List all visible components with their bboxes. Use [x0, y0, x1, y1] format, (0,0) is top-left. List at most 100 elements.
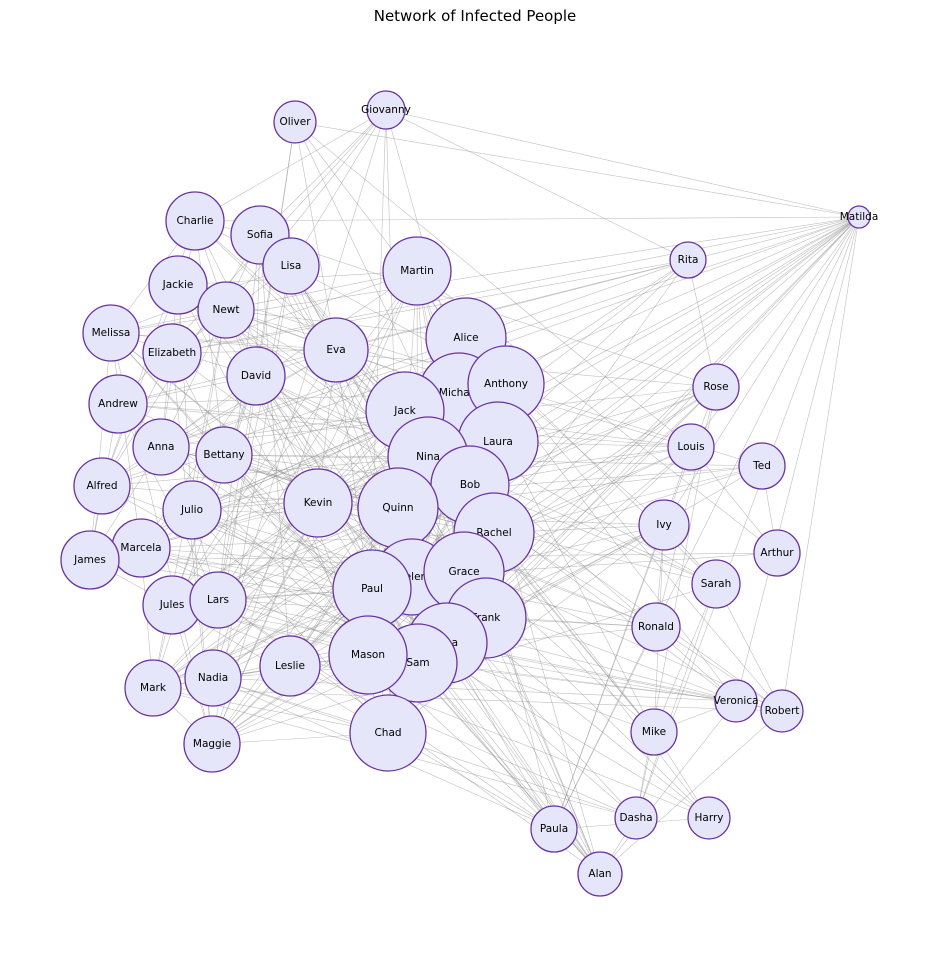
node-eva[interactable]: Eva	[303, 317, 369, 383]
node-circle-arthur[interactable]	[753, 529, 801, 577]
node-circle-matilda[interactable]	[847, 205, 871, 229]
node-label-mason: Mason	[351, 649, 385, 661]
node-louis[interactable]: Louis	[667, 423, 715, 471]
node-maggie[interactable]: Maggie	[183, 715, 241, 773]
node-circle-martin[interactable]	[382, 236, 452, 306]
node-leslie[interactable]: Leslie	[259, 635, 321, 697]
node-circle-chad[interactable]	[349, 694, 427, 772]
edge-matilda-elizabeth	[171, 216, 860, 354]
node-label-chad: Chad	[374, 727, 401, 739]
node-circle-anna[interactable]	[132, 418, 190, 476]
node-anna[interactable]: Anna	[132, 418, 190, 476]
node-arthur[interactable]: Arthur	[753, 529, 801, 577]
node-bettany[interactable]: Bettany	[195, 426, 253, 484]
node-circle-maggie[interactable]	[183, 715, 241, 773]
node-circle-andrew[interactable]	[88, 374, 148, 434]
node-circle-alfred[interactable]	[73, 457, 131, 515]
node-alfred[interactable]: Alfred	[73, 457, 131, 515]
node-ted[interactable]: Ted	[738, 442, 786, 490]
node-circle-leslie[interactable]	[259, 635, 321, 697]
node-alan[interactable]: Alan	[577, 851, 623, 897]
node-circle-kevin[interactable]	[283, 468, 353, 538]
node-robert[interactable]: Robert	[760, 689, 804, 733]
node-jules[interactable]: Jules	[142, 575, 202, 635]
node-label-anna: Anna	[148, 441, 175, 453]
node-circle-jackie[interactable]	[148, 255, 208, 315]
node-marcela[interactable]: Marcela	[111, 518, 171, 578]
node-circle-bettany[interactable]	[195, 426, 253, 484]
node-circle-mark[interactable]	[124, 659, 182, 717]
node-circle-paula[interactable]	[530, 805, 578, 853]
edge-matilda-rachel	[493, 216, 860, 534]
node-circle-eva[interactable]	[303, 317, 369, 383]
node-julio[interactable]: Julio	[162, 480, 222, 540]
node-circle-robert[interactable]	[760, 689, 804, 733]
node-david[interactable]: David	[226, 346, 286, 406]
node-label-quinn: Quinn	[382, 502, 413, 514]
node-chad[interactable]: Chad	[349, 694, 427, 772]
node-kevin[interactable]: Kevin	[283, 468, 353, 538]
node-quinn[interactable]: Quinn	[357, 467, 439, 549]
node-lisa[interactable]: Lisa	[262, 237, 320, 295]
node-label-dasha: Dasha	[619, 812, 652, 824]
node-nadia[interactable]: Nadia	[184, 649, 242, 707]
node-circle-james[interactable]	[60, 530, 120, 590]
node-circle-lisa[interactable]	[262, 237, 320, 295]
node-label-alice: Alice	[453, 332, 478, 344]
node-mason[interactable]: Mason	[328, 615, 408, 695]
node-mark[interactable]: Mark	[124, 659, 182, 717]
node-circle-ivy[interactable]	[638, 499, 690, 551]
node-oliver[interactable]: Oliver	[273, 100, 317, 144]
node-circle-louis[interactable]	[667, 423, 715, 471]
node-circle-alan[interactable]	[577, 851, 623, 897]
node-circle-melissa[interactable]	[82, 304, 140, 362]
node-andrew[interactable]: Andrew	[88, 374, 148, 434]
node-circle-ronald[interactable]	[631, 602, 681, 652]
node-circle-ted[interactable]	[738, 442, 786, 490]
node-martin[interactable]: Martin	[382, 236, 452, 306]
node-charlie[interactable]: Charlie	[165, 191, 225, 251]
node-lars[interactable]: Lars	[189, 571, 247, 629]
node-circle-mike[interactable]	[630, 708, 678, 756]
node-circle-rita[interactable]	[669, 241, 707, 279]
node-label-giovanny: Giovanny	[361, 104, 411, 116]
edge-charlie-bettany	[194, 220, 225, 456]
edge-matilda-eva	[335, 216, 860, 351]
node-paula[interactable]: Paula	[530, 805, 578, 853]
node-rose[interactable]: Rose	[692, 363, 740, 411]
node-circle-elizabeth[interactable]	[142, 323, 202, 383]
node-circle-rose[interactable]	[692, 363, 740, 411]
node-circle-veronica[interactable]	[714, 679, 758, 723]
node-harry[interactable]: Harry	[687, 796, 731, 840]
node-elizabeth[interactable]: Elizabeth	[142, 323, 202, 383]
node-circle-giovanny[interactable]	[366, 90, 406, 130]
node-circle-lars[interactable]	[189, 571, 247, 629]
node-newt[interactable]: Newt	[197, 281, 255, 339]
edge-sarah-mike	[653, 583, 717, 733]
node-melissa[interactable]: Melissa	[82, 304, 140, 362]
edge-matilda-robert	[781, 216, 860, 712]
node-circle-dasha[interactable]	[614, 796, 658, 840]
node-sarah[interactable]: Sarah	[691, 559, 741, 609]
node-giovanny[interactable]: Giovanny	[361, 90, 411, 130]
node-circle-charlie[interactable]	[165, 191, 225, 251]
node-rita[interactable]: Rita	[669, 241, 707, 279]
node-veronica[interactable]: Veronica	[713, 679, 759, 723]
node-circle-david[interactable]	[226, 346, 286, 406]
edge-rose-rachel	[493, 386, 717, 534]
edge-julio-tina	[191, 509, 448, 644]
node-circle-julio[interactable]	[162, 480, 222, 540]
node-circle-oliver[interactable]	[273, 100, 317, 144]
node-circle-newt[interactable]	[197, 281, 255, 339]
node-dasha[interactable]: Dasha	[614, 796, 658, 840]
node-circle-nadia[interactable]	[184, 649, 242, 707]
node-matilda[interactable]: Matilda	[840, 205, 879, 229]
node-ronald[interactable]: Ronald	[631, 602, 681, 652]
node-jackie[interactable]: Jackie	[148, 255, 208, 315]
node-circle-sarah[interactable]	[691, 559, 741, 609]
node-ivy[interactable]: Ivy	[638, 499, 690, 551]
node-circle-harry[interactable]	[687, 796, 731, 840]
node-circle-mason[interactable]	[328, 615, 408, 695]
node-mike[interactable]: Mike	[630, 708, 678, 756]
node-james[interactable]: James	[60, 530, 120, 590]
